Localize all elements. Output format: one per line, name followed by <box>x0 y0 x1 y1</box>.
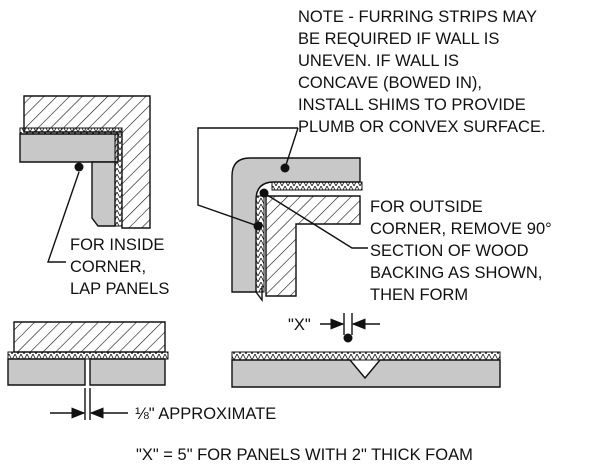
inside-vertical-panel <box>91 161 116 227</box>
outside-note-line-2: CORNER, REMOVE 90° <box>370 220 552 238</box>
outside-panel-fold <box>255 286 263 303</box>
inside-corner-note: FOR INSIDE CORNER, LAP PANELS <box>70 236 169 298</box>
furring-note: NOTE - FURRING STRIPS MAY BE REQUIRED IF… <box>298 8 546 136</box>
v-groove-dot <box>343 333 353 343</box>
x-dimension-label: "X" <box>288 316 311 334</box>
x-footnote: "X" = 5" FOR PANELS WITH 2" THICK FOAM <box>136 446 473 464</box>
furring-note-line-6: PLUMB OR CONVEX SURFACE. <box>298 118 546 136</box>
outside-side-backing <box>255 195 265 293</box>
inside-corner-leader <box>47 171 80 263</box>
inside-horizontal-panel <box>19 133 119 163</box>
v-groove-backing <box>231 351 501 361</box>
inside-horizontal-backing <box>19 127 123 135</box>
furring-note-line-3: UNEVEN. IF WALL IS <box>298 52 459 70</box>
outside-corner-detail <box>197 127 368 303</box>
gap-detail-backing <box>7 351 169 360</box>
furring-note-line-4: CONCAVE (BOWED IN), <box>298 74 482 92</box>
gap-right-panel <box>89 358 166 386</box>
inside-vertical-backing <box>114 133 123 227</box>
gap-left-panel <box>7 358 86 386</box>
outside-note-line-4: BACKING AS SHOWN, <box>370 264 542 282</box>
outside-top-backing <box>271 181 363 191</box>
gap-detail-wall <box>13 321 166 353</box>
furring-note-leader <box>197 127 299 227</box>
outside-corner-note: FOR OUTSIDE CORNER, REMOVE 90° SECTION O… <box>370 198 552 304</box>
furring-note-line-5: INSTALL SHIMS TO PROVIDE <box>298 96 526 114</box>
v-groove-panel <box>231 359 501 388</box>
v-groove-detail <box>231 313 501 388</box>
inside-note-line-1: FOR INSIDE <box>70 236 164 254</box>
outside-corner-wall <box>265 195 361 297</box>
outside-note-line-1: FOR OUTSIDE <box>370 198 483 216</box>
gap-approx-label: ⅛" APPROXIMATE <box>135 405 276 423</box>
inside-corner-detail <box>19 95 151 263</box>
panel-gap-detail <box>7 321 169 420</box>
inside-corner-fastener-dot <box>74 162 84 172</box>
inside-note-line-3: LAP PANELS <box>70 280 169 298</box>
furring-note-line-2: BE REQUIRED IF WALL IS <box>298 30 499 48</box>
furring-note-line-1: NOTE - FURRING STRIPS MAY <box>298 8 537 26</box>
outside-note-line-3: SECTION OF WOOD <box>370 242 529 260</box>
inside-note-line-2: CORNER, <box>70 258 146 276</box>
outside-note-line-5: THEN FORM <box>370 286 468 304</box>
outside-corner-leader <box>263 192 368 249</box>
